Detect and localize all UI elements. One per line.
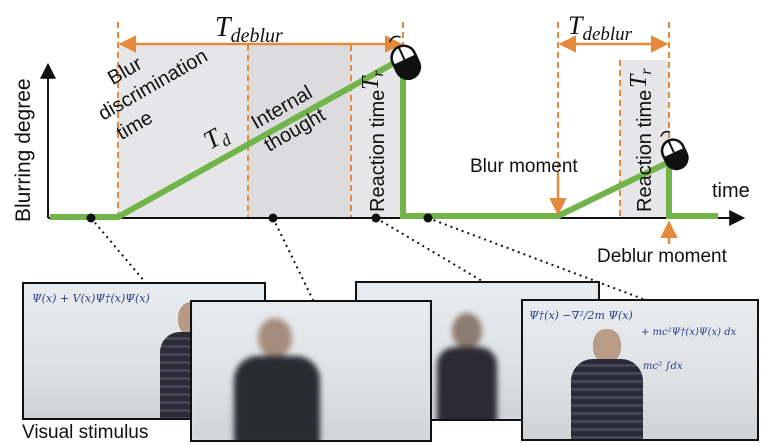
visual-stimulus-caption: Visual stimulus (22, 422, 149, 443)
reaction-time-region-2 (620, 60, 669, 217)
reaction-time-label-1: Reaction time (367, 90, 389, 212)
equation-text-b: + mc²Ψ†(x)Ψ(x) dx (641, 327, 737, 338)
equation-text: Ψ(x) + V(x)Ψ†(x)Ψ(x) (32, 292, 150, 305)
equation-text-c: mc² ∫dx (643, 361, 683, 372)
t-deblur-label-1: Tdeblur (215, 12, 283, 47)
stimulus-frame-4: Ψ†(x) −∇²/2m Ψ(x) + mc²Ψ†(x)Ψ(x) dx mc² … (521, 299, 759, 441)
internal-thought-region (248, 45, 351, 217)
reaction-time-label-2: Reaction time (634, 90, 656, 212)
lecturer (437, 313, 497, 419)
equation-text-a: Ψ†(x) −∇²/2m Ψ(x) (529, 309, 633, 322)
x-axis-label: time (712, 180, 750, 202)
frame-connectors (90, 217, 644, 301)
t-r-label-1: Tr (358, 70, 387, 90)
y-axis-label: Blurring degree (12, 78, 35, 222)
blur-discrimination-region (118, 45, 248, 217)
t-deblur-label-2: Tdeblur (568, 11, 633, 45)
lecturer (565, 329, 649, 439)
lecturer (232, 318, 322, 440)
mouse-click-icon-1 (389, 35, 422, 81)
t-r-label-2: Tr (626, 68, 655, 88)
deblur-moment-label: Deblur moment (597, 246, 728, 267)
blur-moment-label: Blur moment (470, 156, 578, 177)
blur-curve (50, 52, 718, 220)
stimulus-frame-2 (190, 300, 432, 442)
mouse-click-icon-2 (660, 130, 689, 171)
